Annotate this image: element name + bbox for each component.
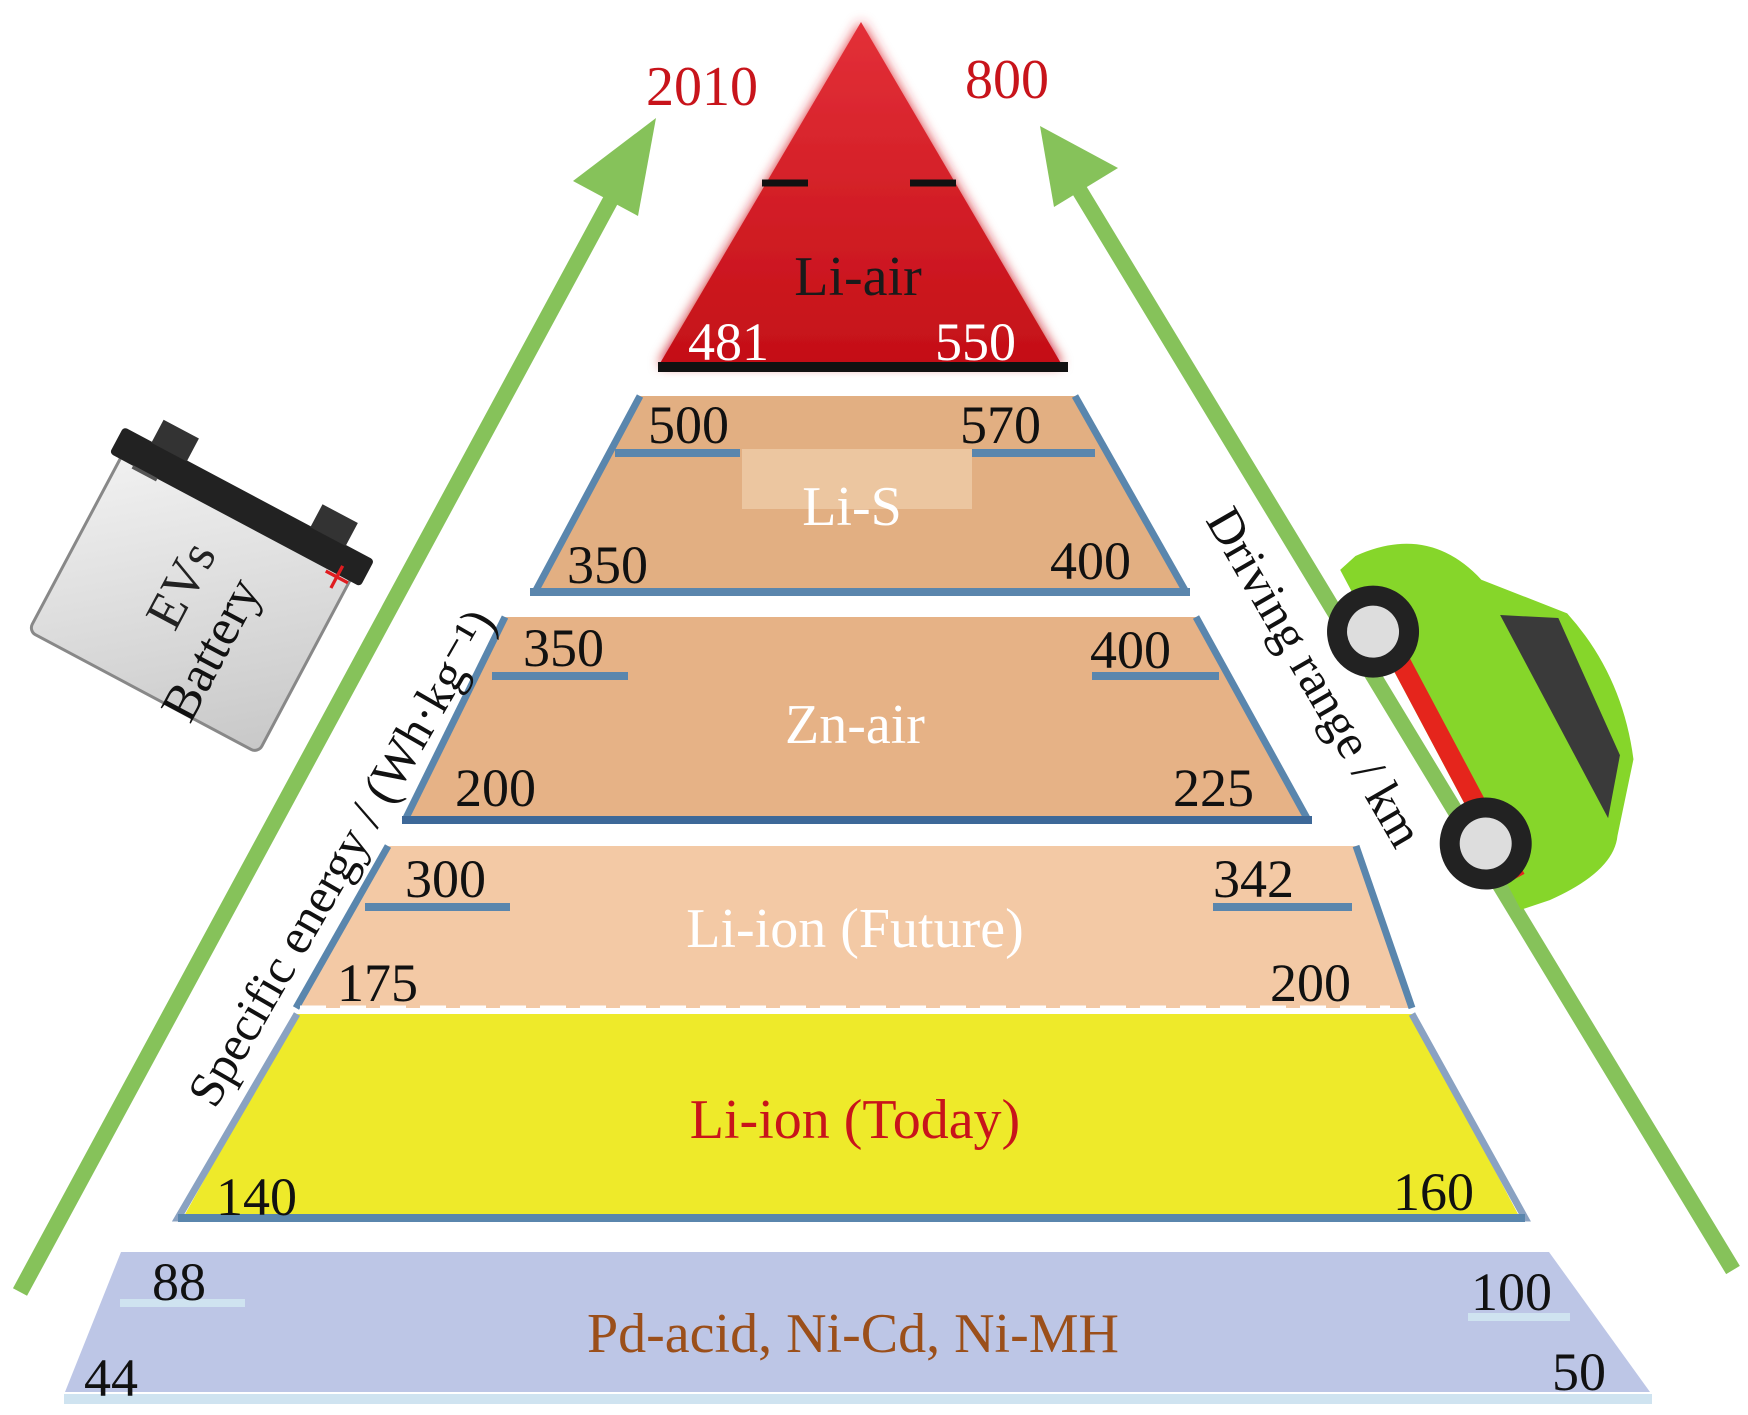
value-zn-air-top-left: 350 [523, 618, 604, 678]
value-zn-air-bottom-left: 200 [455, 758, 536, 818]
value-pd-acid-top-left: 88 [152, 1252, 206, 1312]
value-li-ion-today-bottom-left: 140 [216, 1167, 297, 1227]
value-li-ion-future-top-right: 342 [1213, 849, 1294, 909]
tier-label-li-ion-future: Li-ion (Future) [686, 898, 1023, 960]
value-li-s-top-right: 570 [960, 395, 1041, 455]
value-zn-air-top-right: 400 [1090, 620, 1171, 680]
value-zn-air-bottom-right: 225 [1173, 758, 1254, 818]
value-li-s-bottom-left: 350 [567, 535, 648, 595]
value-pd-acid-bottom-right: 50 [1552, 1342, 1606, 1402]
top-label-right: 800 [965, 49, 1049, 111]
tier-li-ion-future [292, 844, 1416, 1013]
value-li-s-top-left: 500 [648, 395, 729, 455]
tier-pd-acid [64, 1252, 1652, 1404]
tier-label-li-air: Li-air [794, 246, 922, 308]
value-li-s-bottom-right: 400 [1050, 531, 1131, 591]
tier-label-zn-air: Zn-air [785, 694, 925, 756]
value-li-air-bottom-left: 481 [688, 312, 769, 372]
value-pd-acid-top-right: 100 [1471, 1262, 1552, 1322]
tier-li-ion-today [171, 1012, 1531, 1222]
value-li-ion-future-top-left: 300 [405, 849, 486, 909]
left-green-arrow [12, 118, 656, 1296]
tier-li-s [530, 394, 1190, 596]
tier-label-li-s: Li-S [802, 476, 902, 538]
value-li-ion-today-bottom-right: 160 [1393, 1162, 1474, 1222]
tier-zn-air [401, 615, 1312, 824]
tier-label-li-ion-today: Li-ion (Today) [690, 1089, 1020, 1151]
top-label-left: 2010 [646, 56, 758, 118]
tier-label-pd-acid: Pd-acid, Ni-Cd, Ni-MH [587, 1303, 1119, 1365]
battery-icon: − + EVs [29, 419, 373, 752]
tier-li-air [658, 22, 1068, 372]
value-li-ion-future-bottom-right: 200 [1270, 953, 1351, 1013]
value-pd-acid-bottom-left: 44 [84, 1348, 138, 1408]
right-green-arrow [1040, 126, 1740, 1275]
value-li-ion-future-bottom-left: 175 [337, 953, 418, 1013]
car-icon [1327, 543, 1634, 910]
value-li-air-bottom-right: 550 [935, 312, 1016, 372]
